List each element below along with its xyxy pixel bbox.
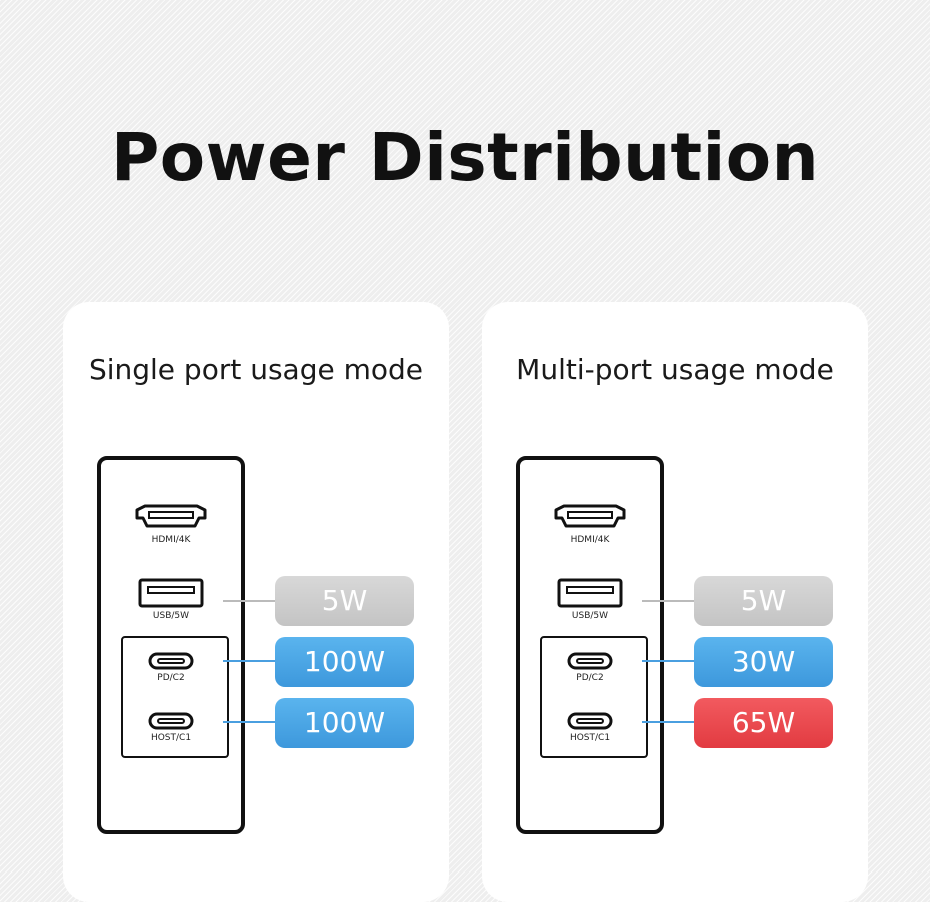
hdmi-port: HDMI/4K xyxy=(101,504,241,545)
host-power-badge: 100W xyxy=(275,698,414,748)
hdmi-port-label: HDMI/4K xyxy=(151,535,191,545)
pd-c2-port-label: PD/C2 xyxy=(576,673,604,683)
multi-port-mode-card: Multi-port usage mode HDMI/4K USB/5W PD/… xyxy=(482,302,868,902)
host-power-badge: 65W xyxy=(694,698,833,748)
usb-c-port-group xyxy=(121,636,229,758)
host-connector-line xyxy=(223,721,275,723)
usb-a-port: USB/5W xyxy=(520,578,660,621)
card-title: Multi-port usage mode xyxy=(516,353,834,386)
usb-c-port-icon xyxy=(567,652,613,670)
pd-c2-port: PD/C2 xyxy=(520,652,660,683)
hdmi-port-icon xyxy=(554,504,626,528)
card-title: Single port usage mode xyxy=(88,353,424,386)
usb-c-port-icon xyxy=(148,712,194,730)
usb-c-port-icon xyxy=(567,712,613,730)
hdmi-port-icon xyxy=(135,504,207,528)
usb-c-port-group xyxy=(540,636,648,758)
usb-a-port-label: USB/5W xyxy=(571,611,609,621)
host-c1-port-label: HOST/C1 xyxy=(150,733,192,743)
usb-power-badge: 5W xyxy=(694,576,833,626)
host-connector-line xyxy=(642,721,694,723)
hdmi-port-label: HDMI/4K xyxy=(570,535,610,545)
pd-connector-line xyxy=(223,660,275,662)
host-c1-port: HOST/C1 xyxy=(520,712,660,743)
pd-power-badge: 100W xyxy=(275,637,414,687)
usb-connector-line xyxy=(642,600,694,602)
page-title: Power Distribution xyxy=(110,119,820,196)
pd-c2-port: PD/C2 xyxy=(101,652,241,683)
usb-a-port-label: USB/5W xyxy=(152,611,190,621)
pd-c2-port-label: PD/C2 xyxy=(157,673,185,683)
pd-power-badge: 30W xyxy=(694,637,833,687)
single-port-mode-card: Single port usage mode HDMI/4K USB/5W PD… xyxy=(63,302,449,902)
pd-connector-line xyxy=(642,660,694,662)
hdmi-port: HDMI/4K xyxy=(520,504,660,545)
usb-a-port: USB/5W xyxy=(101,578,241,621)
hub-device: HDMI/4K USB/5W PD/C2 HOST/C1 xyxy=(516,456,664,834)
host-c1-port-label: HOST/C1 xyxy=(569,733,611,743)
usb-a-port-icon xyxy=(138,578,204,608)
usb-power-badge: 5W xyxy=(275,576,414,626)
host-c1-port: HOST/C1 xyxy=(101,712,241,743)
usb-c-port-icon xyxy=(148,652,194,670)
usb-connector-line xyxy=(223,600,275,602)
usb-a-port-icon xyxy=(557,578,623,608)
hub-device: HDMI/4K USB/5W PD/C2 HOST/C1 xyxy=(97,456,245,834)
